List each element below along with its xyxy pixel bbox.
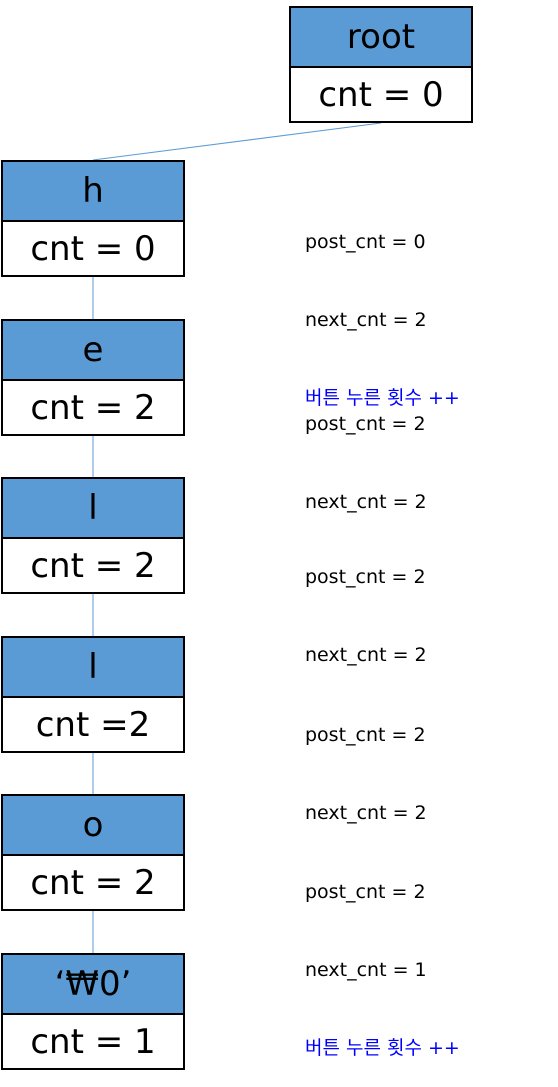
note-o: post_cnt = 2 next_cnt = 1 버튼 누른 횟수 ++ (305, 827, 460, 1087)
trie-node-h: h cnt = 0 (1, 160, 185, 277)
note-action: 버튼 누른 횟수 ++ (305, 1037, 460, 1059)
note-next-cnt: next_cnt = 2 (305, 802, 427, 824)
node-label: root (291, 8, 471, 68)
node-count: cnt = 2 (30, 387, 156, 428)
edge-root-h (92, 122, 382, 161)
trie-node-e: e cnt = 2 (1, 319, 185, 436)
node-count: cnt = 2 (30, 862, 156, 903)
node-label: h (3, 162, 183, 222)
note-next-cnt: next_cnt = 2 (305, 309, 427, 331)
node-count: cnt = 2 (30, 545, 156, 586)
node-label: e (3, 321, 183, 381)
note-post-cnt: post_cnt = 0 (305, 231, 426, 253)
trie-node-l-first: l cnt = 2 (1, 477, 185, 594)
note-post-cnt: post_cnt = 2 (305, 724, 426, 746)
node-label: l (3, 638, 183, 698)
trie-node-terminator: ‘₩0’ cnt = 1 (1, 953, 185, 1070)
node-label: l (3, 479, 183, 539)
note-post-cnt: post_cnt = 2 (305, 566, 426, 588)
trie-node-o: o cnt = 2 (1, 794, 185, 911)
note-next-cnt: next_cnt = 2 (305, 491, 427, 513)
note-l-first: post_cnt = 2 next_cnt = 2 (305, 512, 427, 694)
node-count: cnt = 0 (318, 74, 444, 115)
note-post-cnt: post_cnt = 2 (305, 413, 426, 435)
note-h: post_cnt = 0 next_cnt = 2 버튼 누른 횟수 ++ (305, 177, 460, 437)
note-next-cnt: next_cnt = 2 (305, 644, 427, 666)
node-count: cnt = 0 (30, 228, 156, 269)
note-e: post_cnt = 2 next_cnt = 2 (305, 359, 427, 541)
node-count: cnt = 1 (30, 1021, 156, 1062)
trie-node-root: root cnt = 0 (289, 6, 473, 123)
node-label: ‘₩0’ (3, 955, 183, 1015)
note-next-cnt: next_cnt = 1 (305, 959, 427, 981)
node-label: o (3, 796, 183, 856)
node-count: cnt =2 (35, 704, 151, 745)
note-action: 버튼 누른 횟수 ++ (305, 387, 460, 409)
note-post-cnt: post_cnt = 2 (305, 881, 426, 903)
trie-node-l-second: l cnt =2 (1, 636, 185, 753)
note-l-second: post_cnt = 2 next_cnt = 2 (305, 670, 427, 852)
